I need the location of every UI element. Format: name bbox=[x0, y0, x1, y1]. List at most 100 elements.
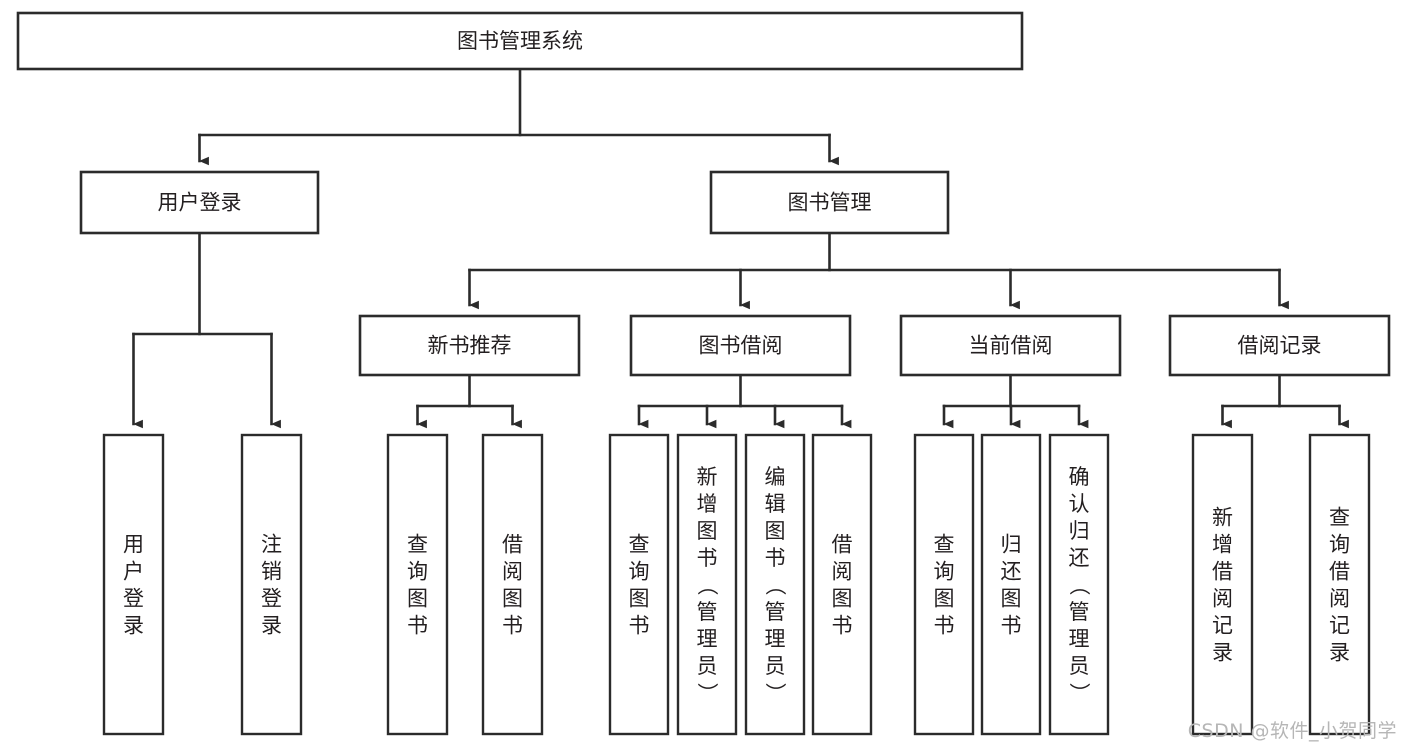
node-label-char: 书 bbox=[407, 614, 428, 638]
node-label-char: 管 bbox=[697, 600, 718, 624]
node-label-char: 图 bbox=[934, 587, 955, 611]
node-label-char: 增 bbox=[1212, 533, 1233, 557]
node-box[interactable] bbox=[102, 433, 165, 736]
node-label-char: 录 bbox=[1329, 641, 1350, 665]
node-label-char: 管 bbox=[765, 600, 786, 624]
node-label-char: 图 bbox=[832, 587, 853, 611]
node-label-char: 图 bbox=[629, 587, 650, 611]
node-label-char: 书 bbox=[934, 614, 955, 638]
node-label-char: 录 bbox=[261, 614, 282, 638]
node-box[interactable] bbox=[811, 433, 873, 736]
node-label-char: 辑 bbox=[765, 492, 786, 516]
node-label-char: 阅 bbox=[1212, 587, 1233, 611]
node-label-char: （ bbox=[763, 575, 787, 596]
node-label: 当前借阅 bbox=[969, 334, 1053, 358]
node-label-char: 理 bbox=[1069, 627, 1090, 651]
node-box[interactable] bbox=[629, 314, 852, 377]
node-box[interactable] bbox=[676, 433, 738, 736]
node-l3-records[interactable]: 借阅记录 bbox=[1168, 314, 1391, 377]
node-label-char: 认 bbox=[1069, 492, 1090, 516]
node-label-char: 录 bbox=[123, 614, 144, 638]
node-label-char: 书 bbox=[502, 614, 523, 638]
node-label-char: （ bbox=[1067, 575, 1091, 596]
node-label-char: 还 bbox=[1069, 546, 1090, 570]
node-box[interactable] bbox=[899, 314, 1122, 377]
node-label-char: 图 bbox=[697, 519, 718, 543]
node-box[interactable] bbox=[358, 314, 581, 377]
node-label-char: 查 bbox=[629, 533, 650, 557]
node-box[interactable] bbox=[1168, 314, 1391, 377]
node-label-char: 阅 bbox=[502, 560, 523, 584]
node-label-char: 用 bbox=[123, 533, 144, 557]
node-box[interactable] bbox=[1048, 433, 1110, 736]
node-label: 图书管理 bbox=[788, 191, 872, 215]
node-label-char: 图 bbox=[1001, 587, 1022, 611]
node-label-char: 查 bbox=[407, 533, 428, 557]
node-label-char: ） bbox=[695, 683, 719, 704]
node-box[interactable] bbox=[481, 433, 544, 736]
node-box[interactable] bbox=[79, 170, 320, 235]
node-l3-borrow[interactable]: 图书借阅 bbox=[629, 314, 852, 377]
nodes-layer: 图书管理系统用户登录图书管理新书推荐图书借阅当前借阅借阅记录用户登录注销登录查询… bbox=[16, 11, 1391, 736]
node-box[interactable] bbox=[980, 433, 1042, 736]
node-label-char: 新 bbox=[697, 465, 718, 489]
node-label-char: 查 bbox=[1329, 506, 1350, 530]
node-box[interactable] bbox=[744, 433, 806, 736]
node-label-char: 借 bbox=[1212, 560, 1233, 584]
node-l2-book-mgmt[interactable]: 图书管理 bbox=[709, 170, 950, 235]
node-label-char: 图 bbox=[502, 587, 523, 611]
node-label-char: 询 bbox=[407, 560, 428, 584]
node-label-char: 借 bbox=[832, 533, 853, 557]
node-label-char: 理 bbox=[697, 627, 718, 651]
node-label-char: 录 bbox=[1212, 641, 1233, 665]
node-label-char: 阅 bbox=[1329, 587, 1350, 611]
node-label-char: 员 bbox=[697, 654, 718, 678]
node-box[interactable] bbox=[1308, 433, 1371, 736]
node-box[interactable] bbox=[240, 433, 303, 736]
edges-layer bbox=[132, 67, 1349, 429]
node-l3-new-book[interactable]: 新书推荐 bbox=[358, 314, 581, 377]
node-label-char: 户 bbox=[123, 560, 144, 584]
node-label-char: 书 bbox=[1001, 614, 1022, 638]
node-label-char: 理 bbox=[765, 627, 786, 651]
node-label-char: 书 bbox=[832, 614, 853, 638]
node-label-char: 查 bbox=[934, 533, 955, 557]
node-l2-user-login[interactable]: 用户登录 bbox=[79, 170, 320, 235]
node-leaf-user-login[interactable]: 用户登录 bbox=[102, 433, 165, 736]
node-label-char: 归 bbox=[1001, 533, 1022, 557]
node-l3-current[interactable]: 当前借阅 bbox=[899, 314, 1122, 377]
node-label-char: 询 bbox=[629, 560, 650, 584]
node-label-char: 询 bbox=[934, 560, 955, 584]
node-box[interactable] bbox=[608, 433, 670, 736]
node-box[interactable] bbox=[709, 170, 950, 235]
node-label-char: 图 bbox=[765, 519, 786, 543]
node-box[interactable] bbox=[1191, 433, 1254, 736]
node-label-char: 增 bbox=[697, 492, 718, 516]
node-label-char: 询 bbox=[1329, 533, 1350, 557]
node-label-char: 员 bbox=[1069, 654, 1090, 678]
node-label-char: 图 bbox=[407, 587, 428, 611]
node-label: 借阅记录 bbox=[1238, 334, 1322, 358]
node-box[interactable] bbox=[16, 11, 1024, 71]
node-label-char: 登 bbox=[261, 587, 282, 611]
node-label-char: 归 bbox=[1069, 519, 1090, 543]
node-label-char: 编 bbox=[765, 465, 786, 489]
node-box[interactable] bbox=[386, 433, 449, 736]
node-label-char: 书 bbox=[629, 614, 650, 638]
node-root[interactable]: 图书管理系统 bbox=[16, 11, 1024, 71]
node-box[interactable] bbox=[913, 433, 975, 736]
